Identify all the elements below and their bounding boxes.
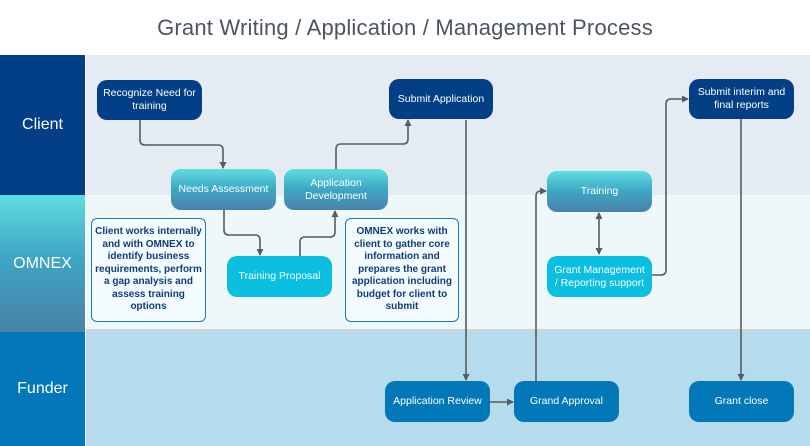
diagram-title: Grant Writing / Application / Management…: [157, 14, 653, 40]
lane-label-omnex: OMNEX: [0, 195, 85, 332]
node-submit-application[interactable]: Submit Application: [389, 79, 493, 119]
node-application-review[interactable]: Application Review: [385, 381, 490, 422]
node-grand-approval[interactable]: Grand Approval: [514, 381, 619, 422]
node-training[interactable]: Training: [547, 171, 652, 212]
node-grant-management[interactable]: Grant Management / Reporting support: [547, 256, 652, 297]
node-training-proposal[interactable]: Training Proposal: [227, 256, 332, 297]
swimlane-client: Client: [0, 55, 810, 195]
lane-label-funder: Funder: [0, 332, 85, 446]
node-application-development[interactable]: Application Development: [284, 169, 388, 210]
note-omnex-application: OMNEX works with client to gather core i…: [345, 218, 459, 322]
node-recognize-need[interactable]: Recognize Need for training: [97, 80, 202, 120]
node-grant-close[interactable]: Grant close: [689, 381, 794, 422]
node-needs-assessment[interactable]: Needs Assessment: [171, 169, 276, 210]
note-omnex-assessment: Client works internally and with OMNEX t…: [91, 218, 206, 322]
node-submit-reports[interactable]: Submit interim and final reports: [689, 79, 794, 119]
lane-label-client: Client: [0, 55, 85, 195]
